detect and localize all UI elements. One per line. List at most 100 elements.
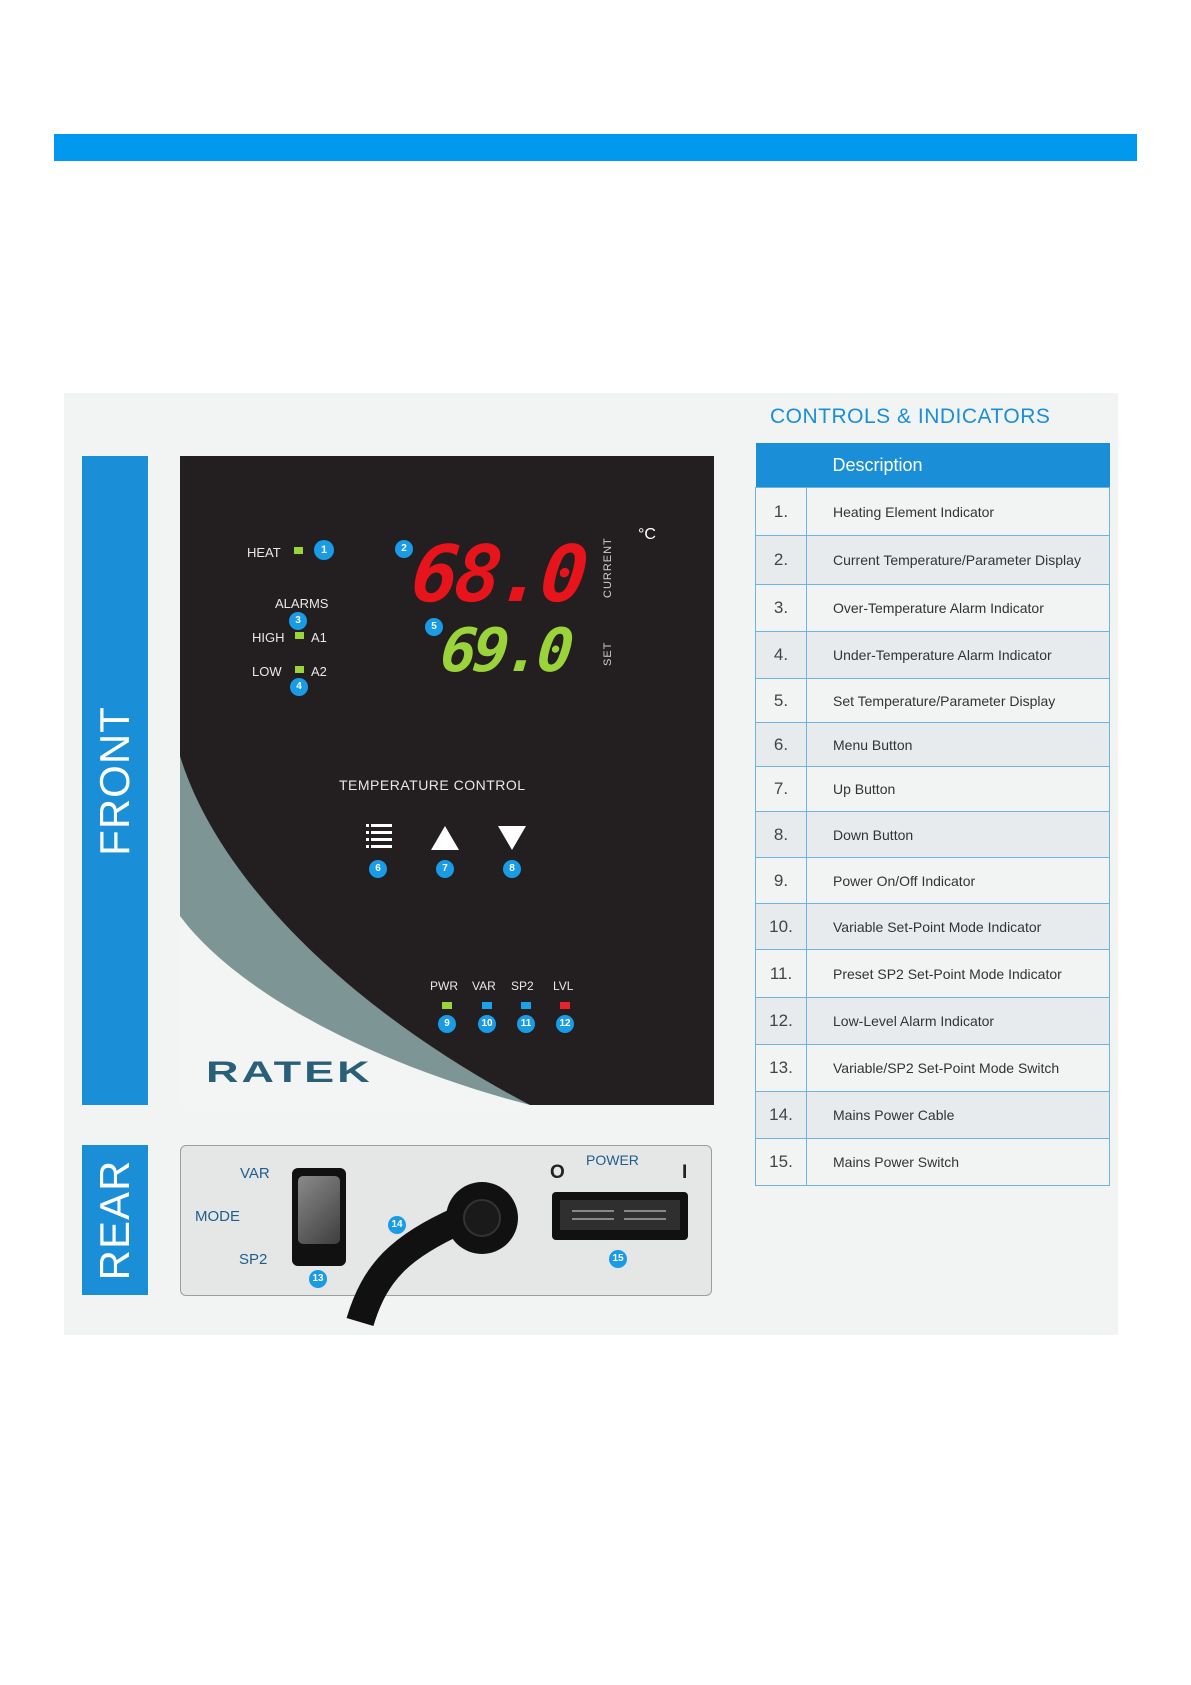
- switch-line: [624, 1210, 666, 1212]
- badge-15: 15: [609, 1250, 627, 1268]
- up-button[interactable]: [430, 825, 460, 851]
- rear-mode-label: MODE: [195, 1208, 240, 1225]
- menu-icon: [366, 824, 392, 848]
- table-row: 1.Heating Element Indicator: [755, 487, 1110, 536]
- var-label: VAR: [472, 979, 496, 993]
- row-number: 9.: [755, 857, 807, 904]
- power-switch[interactable]: [552, 1192, 688, 1240]
- badge-2: 2: [395, 540, 413, 558]
- power-off-symbol: O: [550, 1162, 565, 1183]
- table-row: 15.Mains Power Switch: [755, 1138, 1110, 1186]
- row-number: 2.: [755, 535, 807, 585]
- a1-label: A1: [311, 630, 327, 645]
- row-number: 3.: [755, 584, 807, 632]
- switch-line: [624, 1218, 666, 1220]
- pwr-label: PWR: [430, 979, 458, 993]
- badge-3: 3: [289, 612, 307, 630]
- controls-title: CONTROLS & INDICATORS: [770, 405, 1051, 428]
- table-row: 14.Mains Power Cable: [755, 1091, 1110, 1139]
- menu-button[interactable]: [366, 823, 392, 851]
- row-description: Mains Power Switch: [806, 1138, 1110, 1186]
- row-description: Current Temperature/Parameter Display: [806, 535, 1110, 585]
- table-row: 3.Over-Temperature Alarm Indicator: [755, 584, 1110, 632]
- header-description: Description: [806, 443, 1110, 488]
- high-alarm-indicator: [295, 632, 304, 639]
- a2-label: A2: [311, 664, 327, 679]
- front-tab-label: FRONT: [91, 705, 138, 856]
- power-cable: [346, 1182, 518, 1327]
- row-number: 10.: [755, 903, 807, 950]
- current-temperature-display: 68.0: [407, 530, 589, 620]
- brand-logo: RATEK: [206, 1056, 373, 1089]
- row-number: 11.: [755, 949, 807, 998]
- row-description: Up Button: [806, 766, 1110, 812]
- row-number: 7.: [755, 766, 807, 812]
- row-description: Under-Temperature Alarm Indicator: [806, 631, 1110, 679]
- temperature-control-title: TEMPERATURE CONTROL: [339, 777, 526, 793]
- high-label: HIGH: [252, 630, 285, 645]
- badge-12: 12: [556, 1015, 574, 1033]
- row-description: Preset SP2 Set-Point Mode Indicator: [806, 949, 1110, 998]
- power-switch-rocker[interactable]: [560, 1200, 680, 1230]
- badge-9: 9: [438, 1015, 456, 1033]
- mode-switch-rocker[interactable]: [298, 1176, 340, 1244]
- pwr-indicator: [442, 1002, 452, 1009]
- table-row: 4.Under-Temperature Alarm Indicator: [755, 631, 1110, 679]
- front-panel: HEAT 1 ALARMS 3 HIGH A1 LOW A2 4 2 68.0 …: [180, 456, 714, 1105]
- row-number: 1.: [755, 487, 807, 536]
- header-number: [755, 443, 807, 488]
- row-number: 14.: [755, 1091, 807, 1139]
- down-arrow-icon: [498, 826, 526, 850]
- set-temperature-display: 69.0: [437, 616, 574, 686]
- power-on-symbol: I: [682, 1162, 688, 1183]
- heat-label: HEAT: [247, 545, 281, 560]
- table-row: 12.Low-Level Alarm Indicator: [755, 997, 1110, 1045]
- low-label: LOW: [252, 664, 282, 679]
- row-description: Variable Set-Point Mode Indicator: [806, 903, 1110, 950]
- table-row: 10.Variable Set-Point Mode Indicator: [755, 903, 1110, 950]
- unit-label: °C: [638, 526, 656, 543]
- sp2-label: SP2: [511, 979, 534, 993]
- table-row: 2.Current Temperature/Parameter Display: [755, 535, 1110, 585]
- table-row: 5.Set Temperature/Parameter Display: [755, 678, 1110, 723]
- controls-table: Description 1.Heating Element Indicator …: [755, 443, 1110, 1186]
- badge-11: 11: [517, 1015, 535, 1033]
- lvl-indicator: [560, 1002, 570, 1009]
- rear-tab-label: REAR: [91, 1159, 138, 1281]
- row-description: Down Button: [806, 811, 1110, 858]
- row-description: Set Temperature/Parameter Display: [806, 678, 1110, 723]
- mode-switch[interactable]: [292, 1168, 346, 1266]
- row-description: Power On/Off Indicator: [806, 857, 1110, 904]
- row-number: 6.: [755, 722, 807, 767]
- badge-6: 6: [369, 860, 387, 878]
- switch-line: [572, 1218, 614, 1220]
- header-bar: [54, 134, 1137, 161]
- row-number: 13.: [755, 1044, 807, 1092]
- switch-line: [572, 1210, 614, 1212]
- row-number: 15.: [755, 1138, 807, 1186]
- sp2-indicator: [521, 1002, 531, 1009]
- panel-swoosh: [180, 756, 530, 1105]
- lvl-label: LVL: [553, 979, 574, 993]
- low-alarm-indicator: [295, 666, 304, 673]
- table-row: 8.Down Button: [755, 811, 1110, 858]
- var-indicator: [482, 1002, 492, 1009]
- current-label: CURRENT: [602, 537, 614, 598]
- table-row: 6.Menu Button: [755, 722, 1110, 767]
- down-button[interactable]: [497, 825, 527, 851]
- badge-1: 1: [314, 540, 334, 560]
- up-arrow-icon: [431, 826, 459, 850]
- rear-tab: REAR: [82, 1145, 148, 1295]
- row-description: Menu Button: [806, 722, 1110, 767]
- table-row: 11.Preset SP2 Set-Point Mode Indicator: [755, 949, 1110, 998]
- row-description: Mains Power Cable: [806, 1091, 1110, 1139]
- set-label: SET: [602, 641, 614, 666]
- rear-sp2-label: SP2: [239, 1251, 268, 1268]
- badge-14: 14: [388, 1216, 406, 1234]
- row-description: Low-Level Alarm Indicator: [806, 997, 1110, 1045]
- badge-13: 13: [309, 1270, 327, 1288]
- rear-var-label: VAR: [240, 1165, 270, 1182]
- badge-8: 8: [503, 860, 521, 878]
- badge-5: 5: [425, 618, 443, 636]
- power-label: POWER: [586, 1152, 639, 1168]
